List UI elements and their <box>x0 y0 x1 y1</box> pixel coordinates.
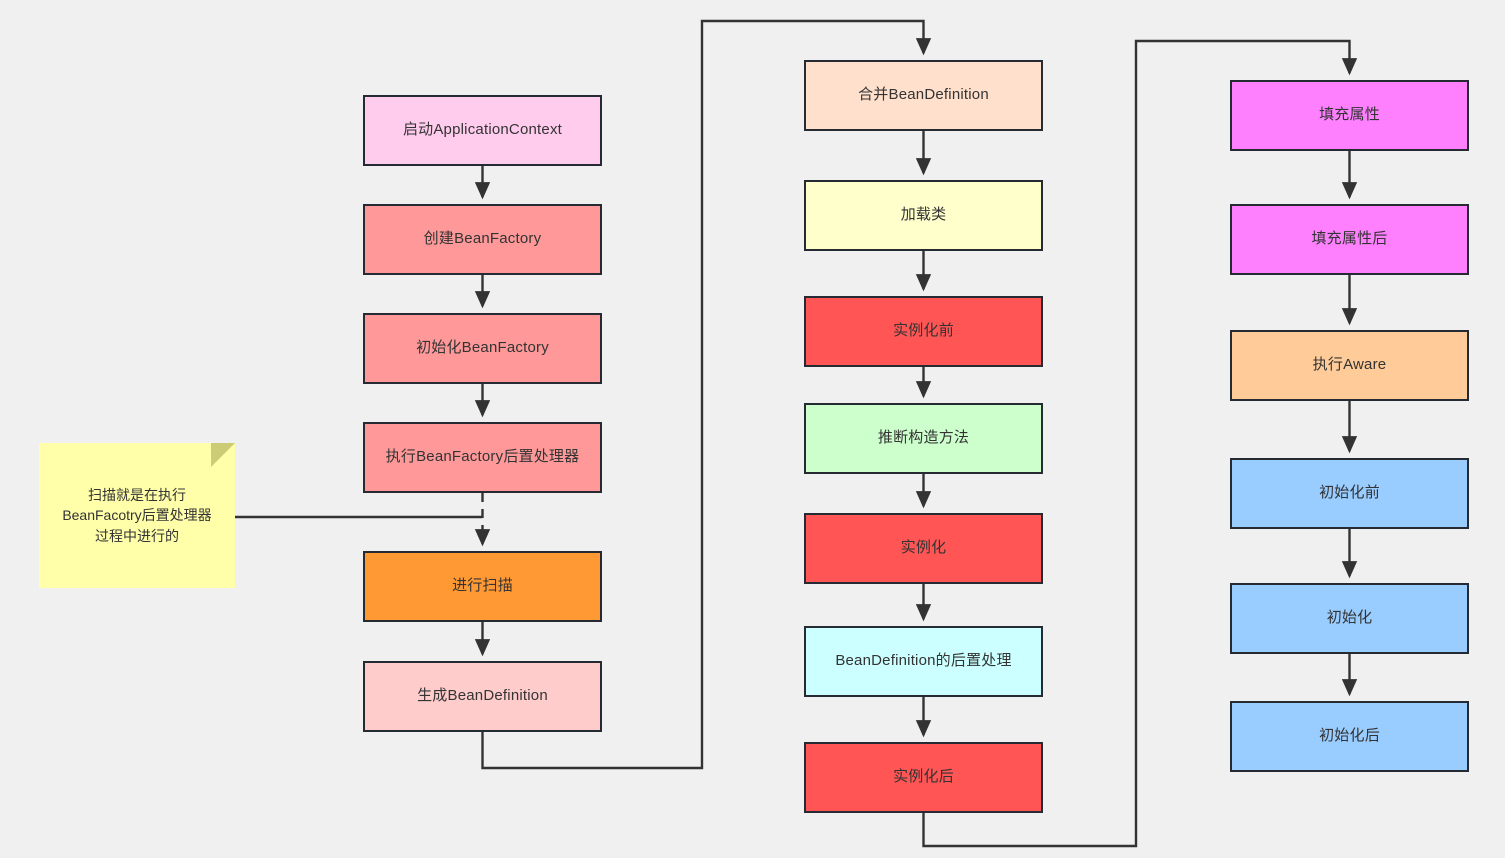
flow-node-n19[interactable]: 初始化后 <box>1230 701 1469 772</box>
flow-node-label: 推断构造方法 <box>877 429 970 447</box>
flow-node-n16[interactable]: 执行Aware <box>1230 330 1469 401</box>
flow-node-n13[interactable]: 实例化后 <box>804 742 1043 813</box>
flow-node-label: 合并BeanDefinition <box>858 86 989 104</box>
flow-node-label: 初始化前 <box>1319 484 1380 502</box>
flow-node-label: 进行扫描 <box>452 577 513 595</box>
flow-node-n12[interactable]: BeanDefinition的后置处理 <box>804 626 1043 697</box>
flow-node-label: 初始化后 <box>1319 727 1380 745</box>
flow-node-n9[interactable]: 实例化前 <box>804 296 1043 367</box>
flow-node-n15[interactable]: 填充属性后 <box>1230 204 1469 275</box>
flow-node-label: 实例化前 <box>893 322 954 340</box>
flow-node-n5[interactable]: 进行扫描 <box>363 551 602 622</box>
flow-node-label: 执行Aware <box>1312 356 1387 374</box>
flow-node-label: 实例化 <box>900 539 947 557</box>
flow-node-label: 执行BeanFactory后置处理器 <box>385 448 580 466</box>
flow-node-n11[interactable]: 实例化 <box>804 513 1043 584</box>
scan-explanation-note-text: 扫描就是在执行 BeanFacotry后置处理器 过程中进行的 <box>62 487 212 544</box>
flow-node-n1[interactable]: 启动ApplicationContext <box>363 95 602 166</box>
flow-node-label: 加载类 <box>900 206 947 224</box>
scan-explanation-note[interactable]: 扫描就是在执行 BeanFacotry后置处理器 过程中进行的 <box>39 443 235 588</box>
flow-node-label: BeanDefinition的后置处理 <box>835 652 1012 670</box>
flow-node-n4[interactable]: 执行BeanFactory后置处理器 <box>363 422 602 493</box>
flow-node-label: 实例化后 <box>893 768 954 786</box>
sticky-note-fold-icon <box>211 443 235 467</box>
flow-node-label: 启动ApplicationContext <box>402 121 563 139</box>
flow-node-n14[interactable]: 填充属性 <box>1230 80 1469 151</box>
flow-node-label: 填充属性 <box>1319 106 1380 124</box>
flow-node-label: 创建BeanFactory <box>423 230 542 248</box>
flow-node-n3[interactable]: 初始化BeanFactory <box>363 313 602 384</box>
flow-node-n10[interactable]: 推断构造方法 <box>804 403 1043 474</box>
flow-node-label: 初始化 <box>1326 609 1373 627</box>
flow-node-label: 初始化BeanFactory <box>416 339 549 357</box>
flow-node-label: 生成BeanDefinition <box>417 687 548 705</box>
flow-node-label: 填充属性后 <box>1311 230 1388 248</box>
flow-node-n8[interactable]: 加载类 <box>804 180 1043 251</box>
flow-node-n2[interactable]: 创建BeanFactory <box>363 204 602 275</box>
flow-node-n7[interactable]: 合并BeanDefinition <box>804 60 1043 131</box>
flow-node-n18[interactable]: 初始化 <box>1230 583 1469 654</box>
flow-node-n6[interactable]: 生成BeanDefinition <box>363 661 602 732</box>
flow-node-n17[interactable]: 初始化前 <box>1230 458 1469 529</box>
